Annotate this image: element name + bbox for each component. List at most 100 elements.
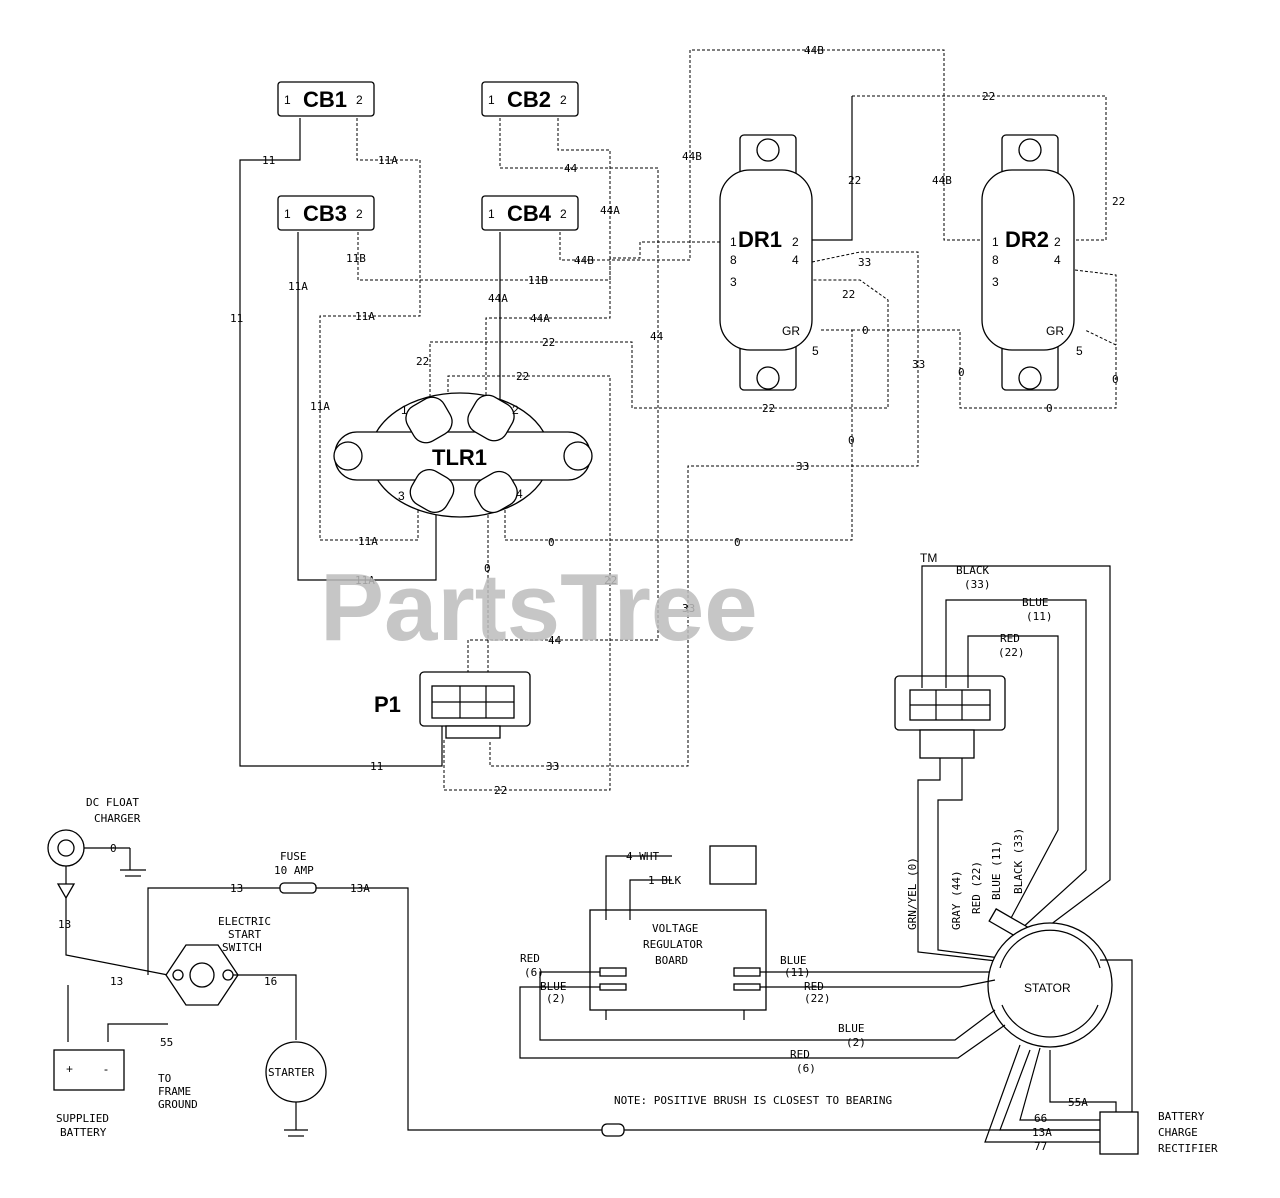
svg-text:33: 33 <box>858 256 871 269</box>
svg-text:(6): (6) <box>524 966 544 979</box>
svg-text:11: 11 <box>230 312 243 325</box>
svg-text:5: 5 <box>812 344 819 358</box>
svg-text:FUSE: FUSE <box>280 850 307 863</box>
svg-text:4: 4 <box>516 487 523 501</box>
svg-text:(11): (11) <box>1026 610 1053 623</box>
svg-text:22: 22 <box>842 288 855 301</box>
svg-text:+: + <box>66 1062 73 1076</box>
svg-text:FRAME: FRAME <box>158 1085 191 1098</box>
svg-text:1: 1 <box>730 235 737 249</box>
svg-text:TM: TM <box>920 551 937 565</box>
svg-text:44: 44 <box>564 162 578 175</box>
svg-text:11A: 11A <box>358 535 378 548</box>
svg-text:3: 3 <box>992 275 999 289</box>
p1-connector: P1 <box>374 671 531 739</box>
svg-text:13A: 13A <box>1032 1126 1052 1139</box>
svg-text:22: 22 <box>848 174 861 187</box>
svg-text:BATTERY: BATTERY <box>60 1126 107 1139</box>
svg-text:11B: 11B <box>528 274 548 287</box>
svg-text:13: 13 <box>110 975 123 988</box>
svg-text:44B: 44B <box>804 44 824 57</box>
svg-text:77: 77 <box>1034 1140 1047 1153</box>
svg-text:CHARGER: CHARGER <box>94 812 141 825</box>
svg-text:RED: RED <box>804 980 824 993</box>
battery-charge-rectifier <box>984 959 1139 1155</box>
svg-text:33: 33 <box>682 602 695 615</box>
cb4-label: CB4 <box>507 201 552 226</box>
svg-text:0: 0 <box>484 562 491 575</box>
svg-text:22: 22 <box>494 784 507 797</box>
svg-text:DC FLOAT: DC FLOAT <box>86 796 139 809</box>
svg-text:44B: 44B <box>682 150 702 163</box>
svg-text:BATTERY: BATTERY <box>1158 1110 1205 1123</box>
svg-text:GR: GR <box>782 324 800 338</box>
svg-text:2: 2 <box>512 403 519 417</box>
svg-text:0: 0 <box>548 536 555 549</box>
svg-text:CHARGE: CHARGE <box>1158 1126 1198 1139</box>
svg-text:11A: 11A <box>355 310 375 323</box>
svg-text:VOLTAGE: VOLTAGE <box>652 922 698 935</box>
svg-text:4: 4 <box>792 253 799 267</box>
svg-text:11: 11 <box>262 154 275 167</box>
svg-text:REGULATOR: REGULATOR <box>643 938 703 951</box>
svg-text:1: 1 <box>284 207 291 221</box>
svg-text:22: 22 <box>542 336 555 349</box>
start-circuit: STARTER + - <box>47 829 1120 1137</box>
svg-text:11A: 11A <box>310 400 330 413</box>
svg-text:1: 1 <box>992 235 999 249</box>
svg-text:16: 16 <box>264 975 277 988</box>
stator-connector <box>894 675 1006 759</box>
svg-text:11A: 11A <box>355 574 375 587</box>
svg-text:BLUE: BLUE <box>1022 596 1049 609</box>
svg-text:2: 2 <box>792 235 799 249</box>
svg-text:BLUE: BLUE <box>780 954 807 967</box>
dr2-label: DR2 <box>1005 227 1049 252</box>
dr1-label: DR1 <box>738 227 782 252</box>
wire-labels: 11 11 11 11A 11A 11A 11A 11A 11A 11B 11B… <box>58 44 1125 1153</box>
svg-text:44A: 44A <box>530 312 550 325</box>
svg-text:RED: RED <box>1000 632 1020 645</box>
svg-text:22: 22 <box>762 402 775 415</box>
svg-text:(22): (22) <box>998 646 1025 659</box>
svg-text:STARTER: STARTER <box>268 1066 315 1079</box>
cb2-label: CB2 <box>507 87 551 112</box>
svg-text:1: 1 <box>401 403 408 417</box>
stator-harness <box>917 565 1111 963</box>
svg-text:8: 8 <box>730 253 737 267</box>
svg-text:13: 13 <box>58 918 71 931</box>
svg-text:44A: 44A <box>600 204 620 217</box>
svg-text:0: 0 <box>1046 402 1053 415</box>
svg-text:3: 3 <box>730 275 737 289</box>
svg-text:66: 66 <box>1034 1112 1047 1125</box>
dr2-receptacle: DR2 1 8 3 2 4 GR 5 <box>981 134 1083 391</box>
svg-text:2: 2 <box>560 93 567 107</box>
svg-text:SUPPLIED: SUPPLIED <box>56 1112 109 1125</box>
svg-text:RECTIFIER: RECTIFIER <box>1158 1142 1218 1155</box>
svg-text:GROUND: GROUND <box>158 1098 198 1111</box>
svg-text:0: 0 <box>958 366 965 379</box>
svg-text:BLUE: BLUE <box>838 1022 865 1035</box>
svg-text:(33): (33) <box>964 578 991 591</box>
svg-text:2: 2 <box>356 93 363 107</box>
voltage-regulator-board: VOLTAGE REGULATOR BOARD 4 WHT 1 BLK <box>519 845 1006 1059</box>
svg-text:11: 11 <box>370 760 383 773</box>
svg-text:RED: RED <box>520 952 540 965</box>
svg-text:1: 1 <box>284 93 291 107</box>
cb3-breaker: CB3 1 2 <box>277 195 375 231</box>
svg-text:BLACK (33): BLACK (33) <box>1012 828 1025 894</box>
svg-text:13: 13 <box>230 882 243 895</box>
svg-text:22: 22 <box>1112 195 1125 208</box>
svg-text:10 AMP: 10 AMP <box>274 864 314 877</box>
svg-text:STATOR: STATOR <box>1024 981 1071 995</box>
svg-text:SWITCH: SWITCH <box>222 941 262 954</box>
svg-text:GRAY (44): GRAY (44) <box>950 870 963 930</box>
svg-text:BLUE (11): BLUE (11) <box>990 840 1003 900</box>
svg-text:44B: 44B <box>574 254 594 267</box>
svg-text:11B: 11B <box>346 252 366 265</box>
svg-text:22: 22 <box>982 90 995 103</box>
svg-text:33: 33 <box>546 760 559 773</box>
svg-text:START: START <box>228 928 261 941</box>
cb3-label: CB3 <box>303 201 347 226</box>
svg-text:33: 33 <box>912 358 925 371</box>
